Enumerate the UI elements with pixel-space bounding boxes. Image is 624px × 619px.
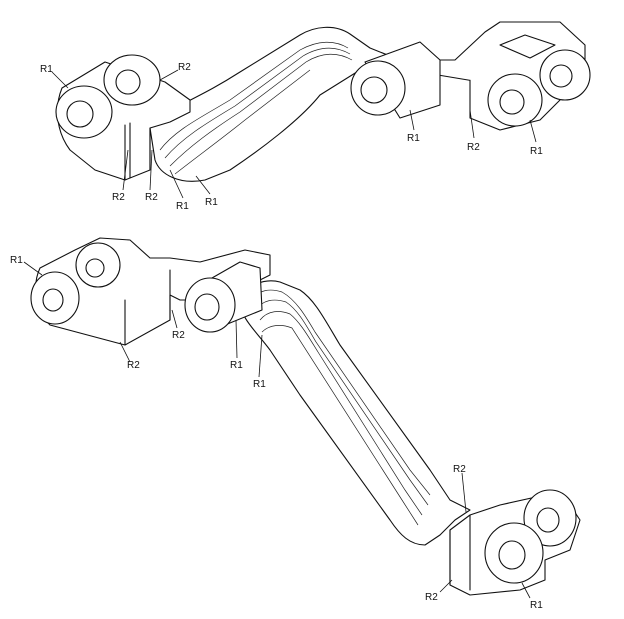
- top-arm-groove-2: [164, 47, 351, 159]
- top-annotations: R1 R2 R2 R2 R1 R1 R1 R2 R1: [40, 62, 543, 212]
- bottom-right-hole-inner: [536, 507, 560, 533]
- top-label-r1-bottom-b: R1: [205, 197, 218, 208]
- bottom-annotations: R1 R2 R2 R1 R1 R2 R2 R1: [10, 255, 543, 611]
- bottom-label-r2-mid: R2: [172, 330, 185, 341]
- top-arm-groove-1: [159, 41, 349, 151]
- top-left-hole-inner: [115, 69, 141, 95]
- bottom-arm-outline: [239, 280, 471, 546]
- top-label-r1-right-a: R1: [407, 133, 420, 144]
- top-label-r2-bottom-a: R2: [112, 192, 125, 203]
- bottom-left-hole-inner: [85, 258, 105, 278]
- top-label-r1-right-b: R1: [530, 146, 543, 157]
- bottom-label-r2-end-bottom: R2: [425, 592, 438, 603]
- top-mid-boss-hole: [360, 76, 388, 104]
- bottom-mid-boss-hole: [194, 293, 220, 321]
- bottom-label-r2-end-top: R2: [453, 464, 466, 475]
- bottom-label-r2-left: R2: [127, 360, 140, 371]
- bottom-label-r1-end: R1: [530, 600, 543, 611]
- bottom-arm-groove-4: [261, 325, 419, 526]
- bottom-arm-groove-2: [255, 299, 429, 506]
- bottom-arm-groove-3: [259, 311, 423, 516]
- top-left-hole-outer: [66, 100, 94, 128]
- bottom-label-r1-mid-a: R1: [230, 360, 243, 371]
- bottom-left-block-face: [124, 269, 171, 346]
- top-arm-groove-3: [169, 53, 353, 167]
- top-label-r1-bottom-a: R1: [176, 201, 189, 212]
- bottom-left-hole-outer: [42, 288, 64, 312]
- top-right-hole-outer: [499, 89, 525, 115]
- top-right-slot: [499, 34, 556, 59]
- top-right-hole-inner: [549, 64, 573, 88]
- bottom-label-r1-mid-b: R1: [253, 379, 266, 390]
- top-label-r2-bottom-b: R2: [145, 192, 158, 203]
- bottom-label-r1-left: R1: [10, 255, 23, 266]
- top-arm-groove-4: [174, 69, 311, 175]
- top-label-r2-right: R2: [467, 142, 480, 153]
- top-bracket: [55, 21, 591, 182]
- bottom-right-block-face: [449, 514, 471, 591]
- top-label-r1-left: R1: [40, 64, 53, 75]
- bottom-right-hole-outer: [498, 540, 526, 570]
- bottom-bracket: [30, 237, 581, 596]
- top-label-r2-top: R2: [178, 62, 191, 73]
